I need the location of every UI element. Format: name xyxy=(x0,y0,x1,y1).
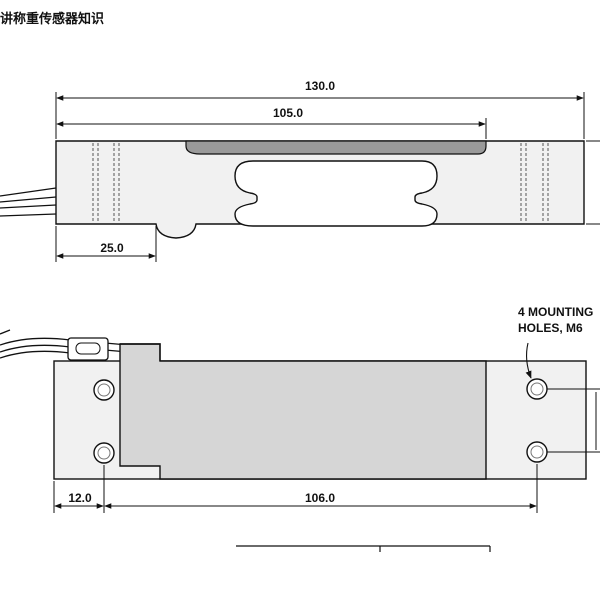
bottom-view: 4 MOUNTING HOLES, M6 12.0 106.0 xyxy=(0,305,600,552)
dimension-105 xyxy=(55,118,487,139)
mounting-hole xyxy=(93,442,115,464)
dimension-25 xyxy=(55,226,157,262)
dimension-105-label: 105.0 xyxy=(273,106,303,120)
dimension-106-label: 106.0 xyxy=(305,491,335,505)
mounting-note-line1: 4 MOUNTING xyxy=(518,305,593,319)
bottom-center-pad xyxy=(119,343,487,480)
dimension-height xyxy=(586,140,600,225)
side-view: 130.0 105.0 25.0 30 xyxy=(0,79,600,262)
mounting-hole xyxy=(93,379,115,401)
dimension-height-label: 30 xyxy=(597,176,600,190)
dimension-130-label: 130.0 xyxy=(305,79,335,93)
mounting-hole xyxy=(526,441,548,463)
cable-clamp xyxy=(67,337,109,361)
dimension-130 xyxy=(55,92,585,139)
side-cable xyxy=(0,187,57,217)
note-leader xyxy=(525,342,600,453)
dimension-106 xyxy=(104,464,538,513)
dimension-25-label: 25.0 xyxy=(100,241,124,255)
dimension-12-label: 12.0 xyxy=(68,491,92,505)
mounting-hole xyxy=(526,378,548,400)
bottom-scale-line xyxy=(236,545,491,552)
side-top-pad xyxy=(185,140,487,155)
mounting-note-line2: HOLES, M6 xyxy=(518,321,583,335)
dimension-12 xyxy=(53,465,105,513)
side-hidden-holes xyxy=(92,143,549,222)
page-title: 讲称重传感器知识 xyxy=(0,12,105,27)
